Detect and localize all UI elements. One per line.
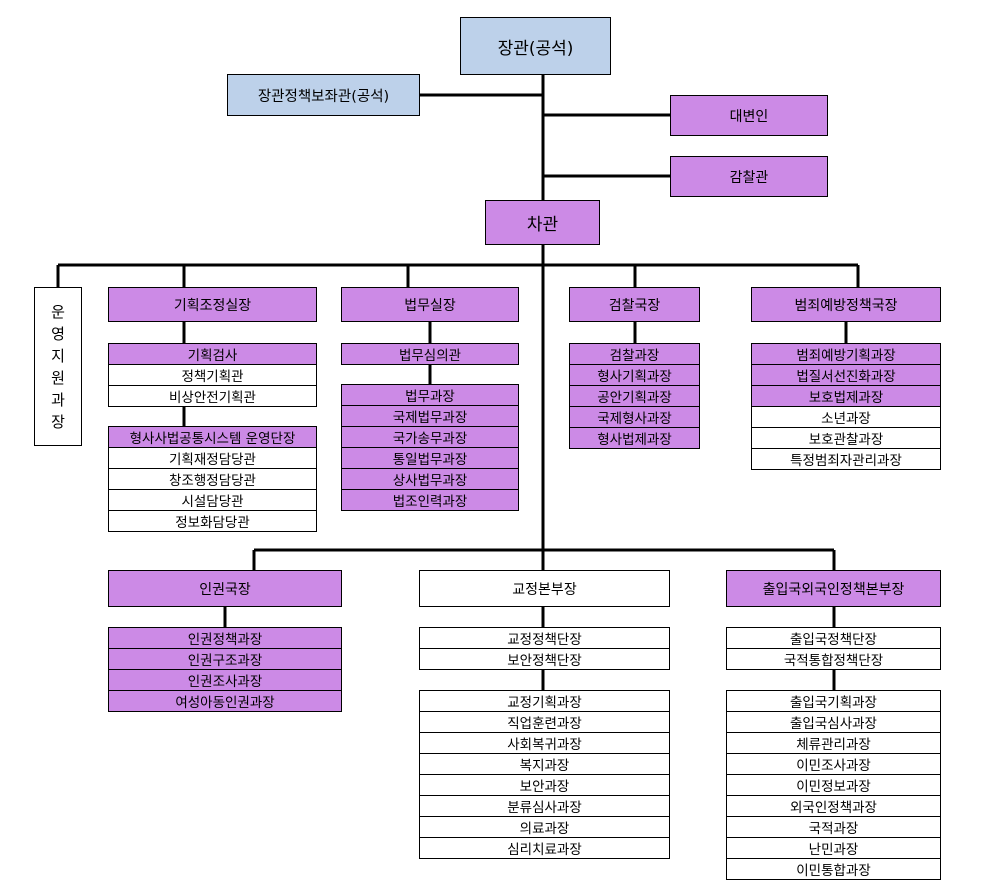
org-unit-row: 보안과장 bbox=[419, 775, 670, 796]
org-unit-row: 범죄예방기획과장 bbox=[751, 344, 941, 365]
vice-minister-label: 차관 bbox=[526, 215, 559, 235]
org-unit-row: 검찰과장 bbox=[569, 344, 700, 365]
human-rights-head-label: 인권국장 bbox=[199, 581, 251, 598]
org-unit-row: 외국인정책과장 bbox=[726, 796, 941, 817]
org-unit-row: 국제법무과장 bbox=[341, 406, 519, 427]
planning-head-label: 기획조정실장 bbox=[173, 297, 252, 314]
org-unit-row: 비상안전기획관 bbox=[108, 386, 317, 407]
spokesperson-label: 대변인 bbox=[729, 108, 769, 125]
org-unit-row: 창조행정담당관 bbox=[108, 469, 317, 490]
org-unit-row: 소년과장 bbox=[751, 407, 941, 428]
org-unit-row: 법무심의관 bbox=[341, 344, 519, 365]
org-unit-row: 교정정책단장 bbox=[419, 628, 670, 649]
org-unit-row: 직업훈련과장 bbox=[419, 712, 670, 733]
org-unit-row: 기획검사 bbox=[108, 344, 317, 365]
org-unit-row: 보호법제과장 bbox=[751, 386, 941, 407]
immigration-head-label: 출입국외국인정책본부장 bbox=[762, 581, 905, 598]
ops-support-char: 운 bbox=[51, 302, 65, 321]
org-unit-row: 법조인력과장 bbox=[341, 490, 519, 511]
ops-support-char: 지 bbox=[51, 346, 65, 365]
spokesperson-box: 대변인 bbox=[670, 95, 828, 136]
inspector-box: 감찰관 bbox=[670, 156, 828, 197]
vice-minister-box: 차관 bbox=[485, 200, 600, 245]
org-unit-row: 형사법제과장 bbox=[569, 428, 700, 449]
org-unit-row: 의료과장 bbox=[419, 817, 670, 838]
org-unit-row: 법무과장 bbox=[341, 385, 519, 406]
org-unit-row: 난민과장 bbox=[726, 838, 941, 859]
ops-support-char: 영 bbox=[51, 324, 65, 343]
org-unit-row: 이민통합과장 bbox=[726, 859, 941, 880]
ops-support-char: 과 bbox=[51, 390, 65, 409]
org-unit-row: 국가송무과장 bbox=[341, 427, 519, 448]
org-unit-row: 형사사법공통시스템 운영단장 bbox=[108, 427, 317, 448]
org-unit-row: 기획재정담당관 bbox=[108, 448, 317, 469]
minister-label: 장관(공석) bbox=[497, 38, 574, 59]
org-unit-row: 통일법무과장 bbox=[341, 448, 519, 469]
minister-box: 장관(공석) bbox=[460, 17, 611, 75]
policy-advisor-box: 장관정책보좌관(공석) bbox=[227, 74, 420, 116]
org-unit-row: 인권조사과장 bbox=[108, 670, 342, 691]
org-unit-row: 시설담당관 bbox=[108, 490, 317, 511]
org-unit-row: 인권정책과장 bbox=[108, 628, 342, 649]
legal-head-label: 법무실장 bbox=[404, 297, 456, 314]
org-unit-row: 이민정보과장 bbox=[726, 775, 941, 796]
org-unit-row: 국적통합정책단장 bbox=[726, 649, 941, 670]
org-unit-row: 정책기획관 bbox=[108, 365, 317, 386]
org-unit-row: 보안정책단장 bbox=[419, 649, 670, 670]
org-unit-row: 사회복귀과장 bbox=[419, 733, 670, 754]
org-unit-row: 국적과장 bbox=[726, 817, 941, 838]
org-unit-row: 출입국정책단장 bbox=[726, 628, 941, 649]
ops-support-char: 장 bbox=[51, 412, 65, 431]
org-unit-row: 보호관찰과장 bbox=[751, 428, 941, 449]
org-unit-row: 공안기획과장 bbox=[569, 386, 700, 407]
org-unit-row: 법질서선진화과장 bbox=[751, 365, 941, 386]
org-unit-row: 특정범죄자관리과장 bbox=[751, 449, 941, 470]
legal-head-box: 법무실장 bbox=[341, 287, 519, 322]
legal-list-1: 법무심의관 bbox=[341, 343, 519, 365]
org-unit-row: 심리치료과장 bbox=[419, 838, 670, 859]
policy-advisor-label: 장관정책보좌관(공석) bbox=[257, 88, 390, 105]
ops-support-box: 운 영 지 원 과 장 bbox=[34, 287, 82, 446]
org-unit-row: 정보화담당관 bbox=[108, 511, 317, 532]
org-unit-row: 상사법무과장 bbox=[341, 469, 519, 490]
org-unit-row: 여성아동인권과장 bbox=[108, 691, 342, 712]
org-unit-row: 출입국심사과장 bbox=[726, 712, 941, 733]
human-rights-head-box: 인권국장 bbox=[108, 570, 342, 607]
org-unit-row: 복지과장 bbox=[419, 754, 670, 775]
prosecution-head-label: 검찰국장 bbox=[608, 297, 661, 314]
correction-head-label: 교정본부장 bbox=[512, 581, 577, 598]
prosecution-head-box: 검찰국장 bbox=[569, 287, 700, 322]
correction-head-box: 교정본부장 bbox=[419, 570, 670, 607]
crime-prevention-head-label: 범죄예방정책국장 bbox=[794, 297, 898, 314]
org-unit-row: 형사기획과장 bbox=[569, 365, 700, 386]
org-unit-row: 교정기획과장 bbox=[419, 691, 670, 712]
org-unit-row: 체류관리과장 bbox=[726, 733, 941, 754]
planning-head-box: 기획조정실장 bbox=[108, 287, 317, 322]
org-unit-row: 출입국기획과장 bbox=[726, 691, 941, 712]
crime-prevention-head-box: 범죄예방정책국장 bbox=[751, 287, 941, 322]
org-unit-row: 이민조사과장 bbox=[726, 754, 941, 775]
org-unit-row: 분류심사과장 bbox=[419, 796, 670, 817]
ops-support-char: 원 bbox=[51, 368, 65, 387]
org-unit-row: 인권구조과장 bbox=[108, 649, 342, 670]
inspector-label: 감찰관 bbox=[729, 169, 769, 186]
immigration-head-box: 출입국외국인정책본부장 bbox=[726, 570, 941, 607]
org-unit-row: 국제형사과장 bbox=[569, 407, 700, 428]
